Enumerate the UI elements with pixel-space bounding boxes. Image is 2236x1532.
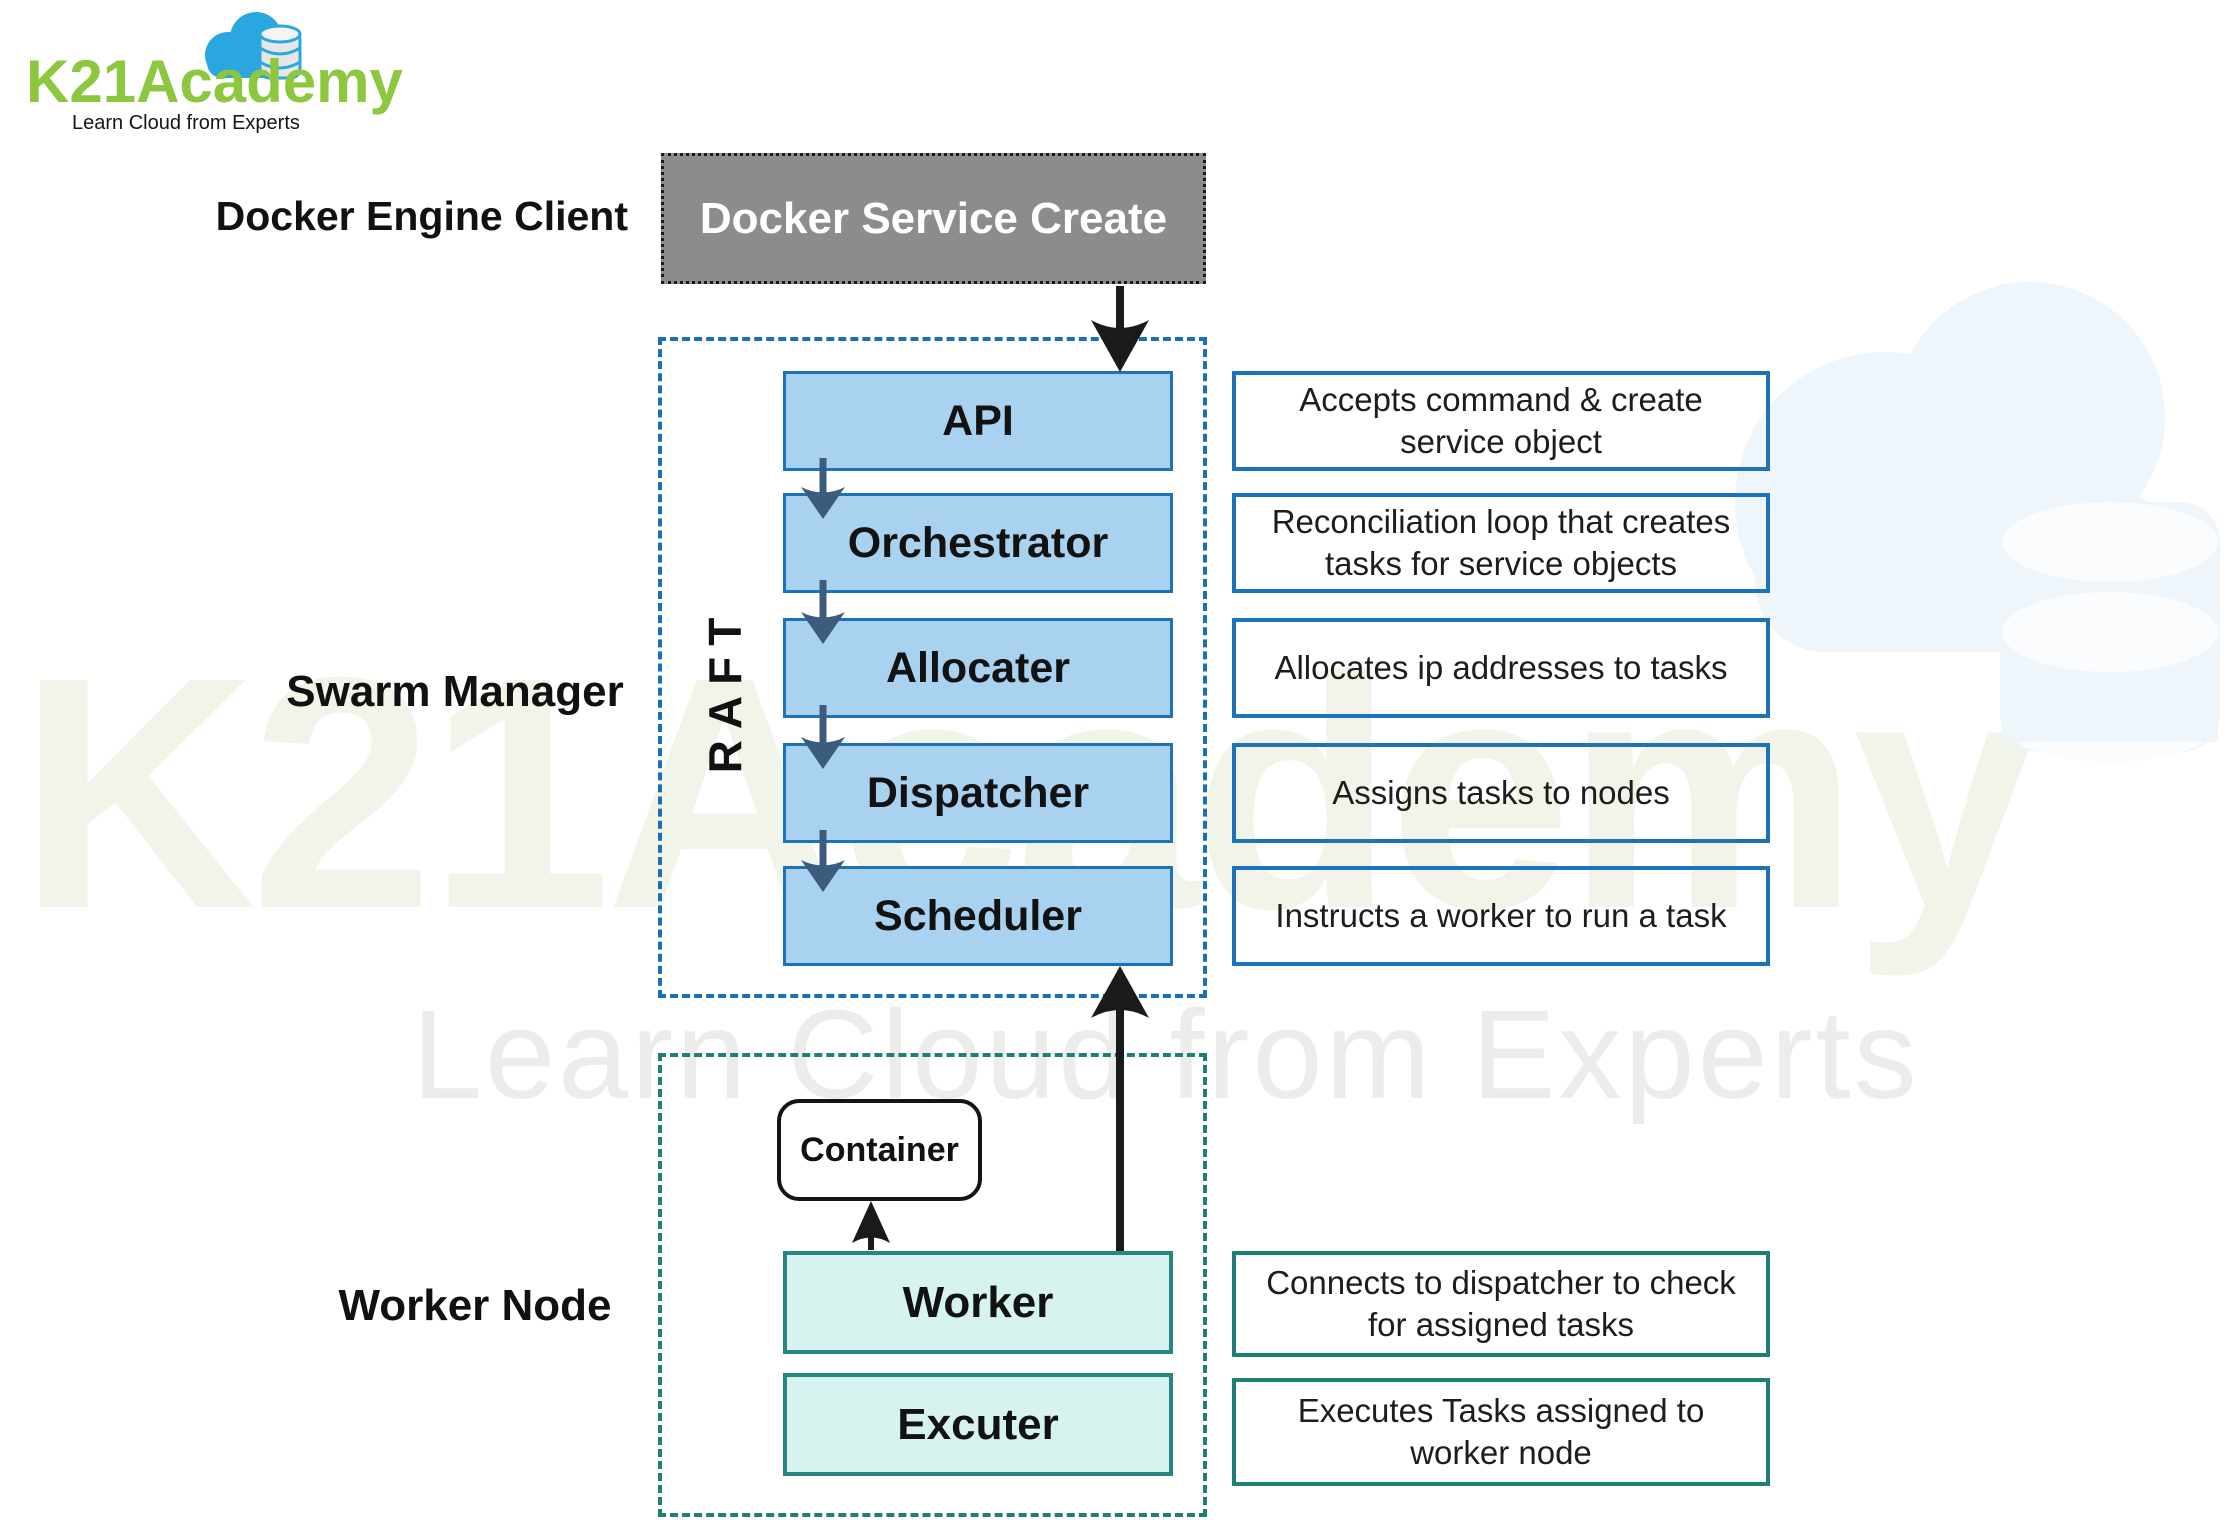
swarm-manager-group-box: [658, 337, 1207, 998]
description-box-scheduler: Instructs a worker to run a task: [1232, 866, 1770, 966]
component-box-worker: Worker: [783, 1251, 1173, 1354]
logo-tagline-text: Learn Cloud from Experts: [72, 112, 300, 134]
component-box-excuter: Excuter: [783, 1373, 1173, 1476]
description-box-allocater: Allocates ip addresses to tasks: [1232, 618, 1770, 718]
worker-node-group-box: [658, 1053, 1207, 1517]
logo-cloud-database-icon: [205, 12, 302, 80]
component-box-dispatcher: Dispatcher: [783, 743, 1173, 843]
label-swarm-manager: Swarm Manager: [286, 667, 624, 716]
description-box-excuter: Executes Tasks assigned to worker node: [1232, 1378, 1770, 1486]
description-box-dispatcher: Assigns tasks to nodes: [1232, 743, 1770, 843]
description-box-api: Accepts command & create service object: [1232, 371, 1770, 471]
k21academy-logo: K21Academy Learn Cloud from Experts: [26, 8, 403, 138]
component-box-allocater: Allocater: [783, 618, 1173, 718]
description-box-worker: Connects to dispatcher to check for assi…: [1232, 1251, 1770, 1357]
label-docker-engine-client: Docker Engine Client: [215, 193, 628, 239]
docker-service-create-box: Docker Service Create: [661, 153, 1206, 284]
container-box: Container: [777, 1099, 982, 1201]
logo-brand-text: K21Academy: [26, 48, 403, 115]
label-worker-node: Worker Node: [338, 1281, 612, 1330]
background-watermark-cloud-database-icon: [1735, 282, 2220, 762]
raft-label: RAFT: [699, 606, 751, 774]
description-box-orchestrator: Reconciliation loop that creates tasks f…: [1232, 493, 1770, 593]
component-box-scheduler: Scheduler: [783, 866, 1173, 966]
component-box-orchestrator: Orchestrator: [783, 493, 1173, 593]
component-box-api: API: [783, 371, 1173, 471]
